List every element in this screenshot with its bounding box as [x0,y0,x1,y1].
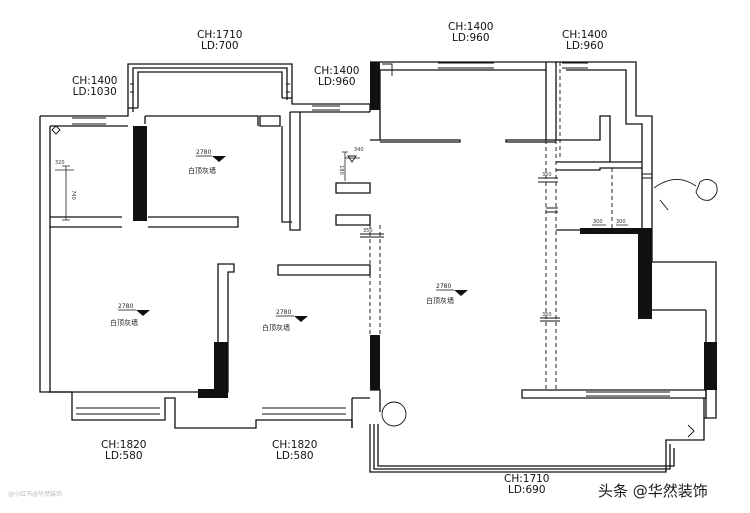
dim-left-top: 320 [55,160,65,166]
dim-beam-a: 350 [363,228,373,234]
bath-walls [289,98,371,231]
room-height-bottom-left: 2780 [118,303,134,310]
room-label-top-left: 白顶灰墙 [188,167,216,175]
watermark: 头条 @华然装饰 [598,482,708,500]
window-marks [72,62,670,415]
dim-bath-top: 340 [354,147,364,153]
room-height-bottom-middle: 2780 [276,309,292,316]
height-markers [136,156,468,322]
dim-bath-side: 180 [337,165,344,175]
fixtures [51,63,718,438]
outer-wall-left [39,116,353,429]
dim-beam-b: 350 [542,172,552,178]
dim-beam-c: 350 [542,312,552,318]
inner-wall-left [49,126,198,393]
dim-ticks [55,151,628,226]
bay-top-left [127,63,293,108]
room-label-living: 白顶灰墙 [426,297,454,305]
dim-kitchen-b: 300 [616,219,626,225]
dim-left-side: 740 [69,190,76,200]
room-label-bottom-middle: 白顶灰墙 [262,324,290,332]
credit-text: @小红书@华然装饰 [8,491,63,498]
room-height-living: 2780 [436,283,452,290]
beam-lines [369,62,613,392]
structural-columns [133,62,717,398]
outer-wall-right [556,61,717,419]
room-height-top-left: 2780 [196,149,212,156]
bottom-ledge [521,389,707,399]
room-label-bottom-left: 白顶灰墙 [110,319,138,327]
outer-wall-main [370,61,547,71]
dim-kitchen-a: 300 [593,219,603,225]
